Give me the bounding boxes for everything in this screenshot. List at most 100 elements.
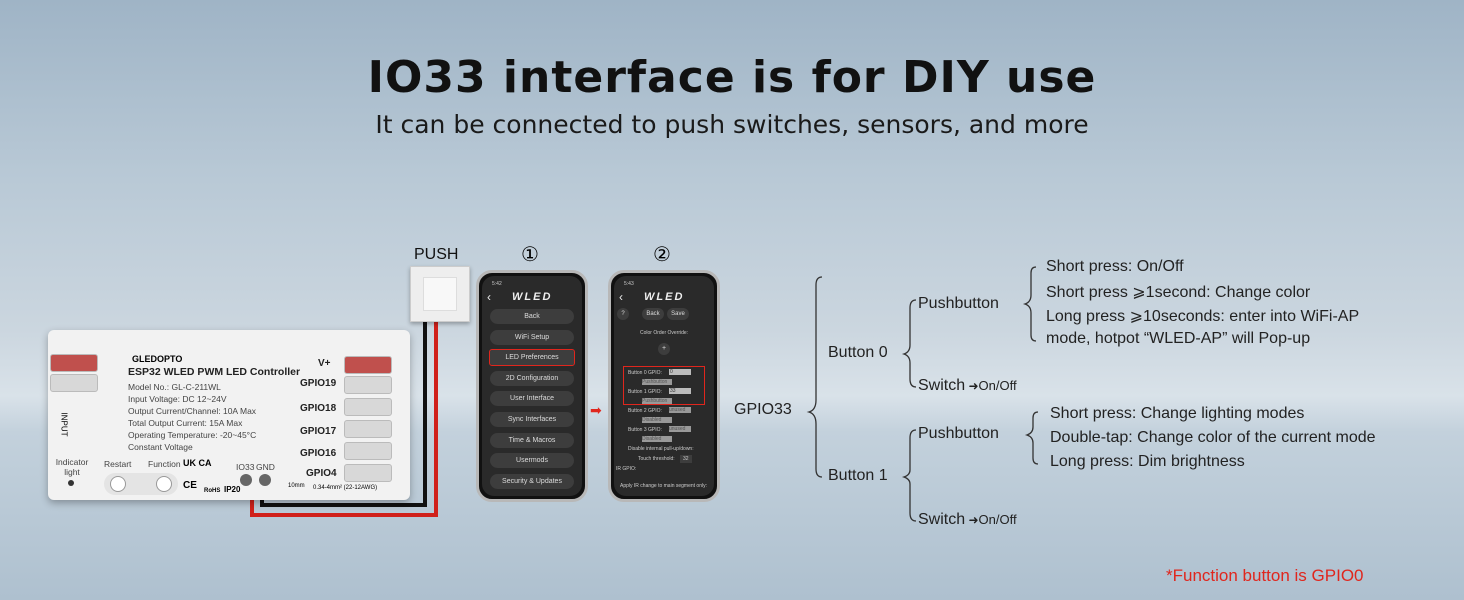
wled-logo: WLED bbox=[512, 291, 553, 303]
menu-back[interactable]: Back bbox=[490, 309, 574, 324]
indicator-light bbox=[68, 480, 74, 486]
button1-action: Short press: Change lighting modes bbox=[1050, 405, 1305, 422]
button0-action: Short press: On/Off bbox=[1046, 258, 1184, 275]
page-title: IO33 interface is for DIY use bbox=[367, 52, 1097, 103]
button0-label: Button 0 bbox=[828, 344, 888, 361]
switch-label: Switch bbox=[918, 377, 966, 394]
rohs-mark: RoHS bbox=[204, 488, 221, 494]
button-1-mode-select[interactable]: Pushbutton bbox=[642, 398, 672, 404]
button-1-gpio-input[interactable]: 33 bbox=[669, 388, 691, 394]
ce-mark: CE bbox=[183, 480, 197, 491]
button-panel bbox=[104, 473, 178, 495]
tree-braces bbox=[806, 266, 1039, 522]
menu-user-interface[interactable]: User Interface bbox=[490, 391, 574, 406]
io33-terminal bbox=[240, 474, 252, 486]
gpio33-label: GPIO33 bbox=[734, 401, 792, 418]
function-button[interactable] bbox=[156, 476, 172, 492]
phone-led-preferences: 5:43 ‹ WLED ? Back Save Color Order Over… bbox=[608, 270, 720, 502]
button-2-gpio-input[interactable]: unused bbox=[669, 407, 691, 413]
spec-list: Model No.: GL-C-211WL Input Voltage: DC … bbox=[128, 381, 256, 453]
gnd-label: GND bbox=[256, 462, 275, 472]
output-terminal bbox=[344, 464, 392, 482]
push-switch[interactable] bbox=[410, 266, 470, 322]
function-label: Function bbox=[148, 459, 181, 469]
push-switch-cap bbox=[423, 277, 457, 311]
gnd-terminal bbox=[259, 474, 271, 486]
indicator-label: Indicator light bbox=[55, 457, 89, 477]
output-terminal bbox=[344, 420, 392, 438]
button-0-gpio-input[interactable]: 0 bbox=[669, 369, 691, 375]
status-time: 5:43 bbox=[624, 281, 634, 287]
wled-logo: WLED bbox=[644, 291, 685, 303]
page-subtitle: It can be connected to push switches, se… bbox=[375, 110, 1089, 139]
button-3-mode-select[interactable]: Disabled bbox=[642, 436, 672, 442]
add-button[interactable]: + bbox=[658, 343, 670, 355]
button0-switch: Switch ➜On/Off bbox=[918, 377, 1017, 395]
menu-2d-configuration[interactable]: 2D Configuration bbox=[490, 371, 574, 386]
spec: Constant Voltage bbox=[128, 442, 193, 452]
spec: Model No.: GL-C-211WL bbox=[128, 382, 221, 392]
button-gpio-highlight bbox=[623, 366, 705, 405]
red-wire bbox=[250, 320, 438, 517]
back-button[interactable]: Back bbox=[642, 308, 664, 320]
back-chevron-icon[interactable]: ‹ bbox=[619, 290, 623, 304]
back-chevron-icon[interactable]: ‹ bbox=[487, 290, 491, 304]
menu-usermods[interactable]: Usermods bbox=[490, 453, 574, 468]
button-0-mode-select[interactable]: Pushbutton bbox=[642, 379, 672, 385]
menu-led-preferences[interactable]: LED Preferences bbox=[489, 349, 575, 366]
arrow-icon: ➜ bbox=[965, 379, 979, 393]
wire-spec: 0.34-4mm² (22-12AWG) bbox=[313, 485, 378, 491]
switch-result: On/Off bbox=[978, 378, 1017, 393]
spec: Output Current/Channel: 10A Max bbox=[128, 406, 257, 416]
restart-button[interactable] bbox=[110, 476, 126, 492]
ir-gpio-label: IR GPIO: bbox=[616, 466, 637, 472]
menu-wifi-setup[interactable]: WiFi Setup bbox=[490, 330, 574, 345]
disable-pullup-label: Disable internal pull-up/down: bbox=[628, 446, 694, 452]
brace-button1 bbox=[901, 429, 917, 522]
button1-action: Long press: Dim brightness bbox=[1050, 453, 1245, 470]
save-button[interactable]: Save bbox=[667, 308, 689, 320]
restart-label: Restart bbox=[104, 459, 132, 469]
terminal-label: GPIO18 bbox=[300, 403, 337, 414]
button-0-gpio-label: Button 0 GPIO: bbox=[628, 370, 662, 376]
terminal-label: V+ bbox=[318, 358, 331, 369]
terminal-label: GPIO19 bbox=[300, 378, 337, 389]
input-label: INPUT bbox=[59, 412, 69, 437]
product-name: ESP32 WLED PWM LED Controller bbox=[128, 366, 301, 378]
menu-time-macros[interactable]: Time & Macros bbox=[490, 433, 574, 448]
terminal-label: GPIO4 bbox=[306, 468, 337, 479]
button-2-mode-select[interactable]: Disabled bbox=[642, 417, 672, 423]
wire-ruler: 10mm bbox=[288, 483, 305, 489]
button1-switch: Switch ➜On/Off bbox=[918, 511, 1017, 529]
phone-wled-menu: 5:42 ‹ WLED Back WiFi Setup LED Preferen… bbox=[476, 270, 588, 502]
switch-label: Switch bbox=[918, 511, 966, 528]
input-terminal-minus bbox=[50, 374, 98, 392]
io33-label: IO33 bbox=[236, 462, 255, 472]
menu-security-updates[interactable]: Security & Updates bbox=[490, 474, 574, 489]
arrow-right-icon: ➡ bbox=[590, 402, 602, 418]
step-1-label: ① bbox=[521, 244, 539, 266]
button-2-gpio-label: Button 2 GPIO: bbox=[628, 408, 662, 414]
touch-threshold-input[interactable]: 32 bbox=[680, 455, 692, 463]
push-label: PUSH bbox=[414, 246, 459, 263]
switch-result: On/Off bbox=[978, 512, 1017, 527]
brace-gpio33 bbox=[806, 276, 823, 478]
terminal-label: GPIO17 bbox=[300, 426, 337, 437]
spec: Input Voltage: DC 12~24V bbox=[128, 394, 227, 404]
button1-label: Button 1 bbox=[828, 467, 888, 484]
menu-sync-interfaces[interactable]: Sync Interfaces bbox=[490, 412, 574, 427]
color-order-label: Color Order Override: bbox=[640, 330, 689, 336]
help-button[interactable]: ? bbox=[617, 308, 629, 320]
brace-push1 bbox=[1024, 411, 1039, 465]
button1-pushbutton: Pushbutton bbox=[918, 425, 999, 442]
status-time: 5:42 bbox=[492, 281, 502, 287]
button0-action: mode, hotpot “WLED-AP” will Pop-up bbox=[1046, 330, 1311, 347]
button0-action: Long press ⩾10seconds: enter into WiFi-A… bbox=[1046, 308, 1360, 325]
output-terminal bbox=[344, 442, 392, 460]
brand-logo: GLEDOPTO bbox=[132, 354, 183, 364]
button-1-gpio-label: Button 1 GPIO: bbox=[628, 389, 662, 395]
button-3-gpio-input[interactable]: unused bbox=[669, 426, 691, 432]
footnote: *Function button is GPIO0 bbox=[1166, 566, 1364, 585]
step-2-label: ② bbox=[653, 244, 671, 266]
spec: Total Output Current: 15A Max bbox=[128, 418, 243, 428]
